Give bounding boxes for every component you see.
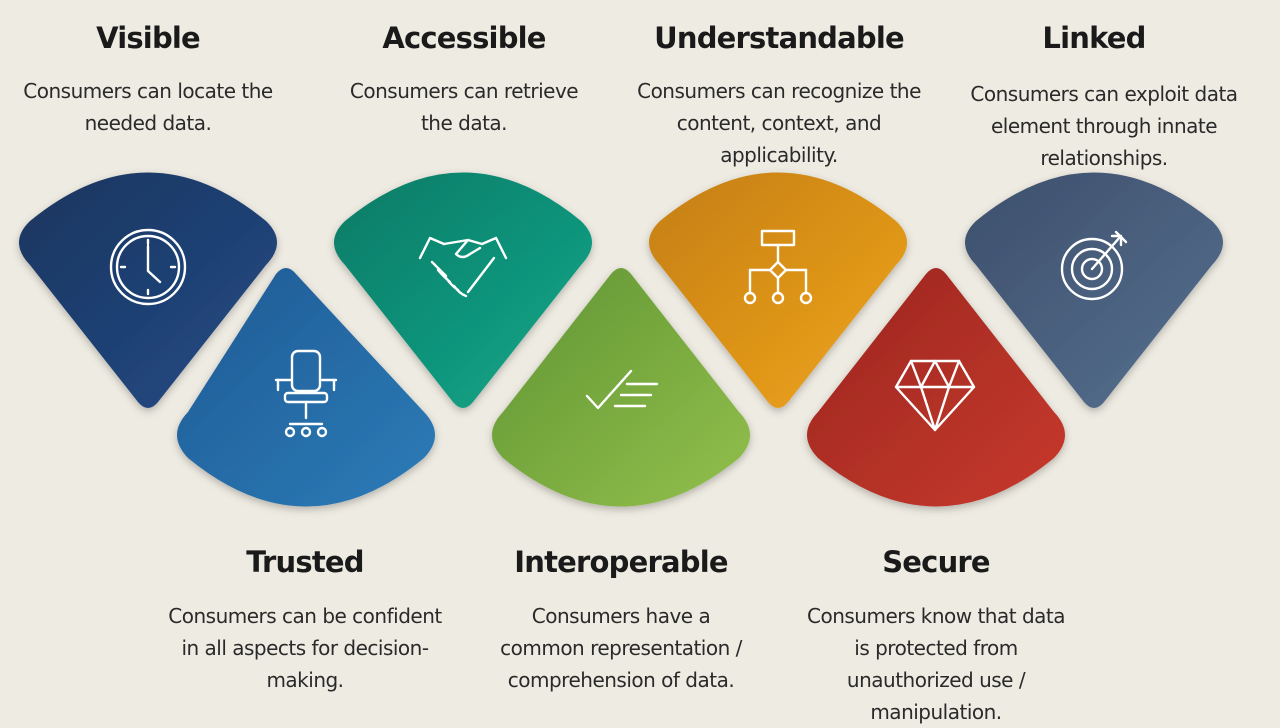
petal-interoperable [492,268,750,507]
desc-linked: Consumers can exploit data element throu… [970,82,1238,170]
title-interoperable: Interoperable [514,545,728,579]
title-trusted: Trusted [246,545,364,579]
title-linked: Linked [1042,21,1146,55]
office-chair-icon [274,349,338,438]
desc-understandable: Consumers can recognize the content, con… [637,79,921,167]
desc-interoperable: Consumers have a common representation /… [500,604,742,692]
title-visible: Visible [96,21,201,55]
flowchart-icon [743,229,813,305]
title-accessible: Accessible [382,21,546,55]
target-icon [1060,230,1128,301]
handshake-icon [418,236,508,298]
petal-trusted [177,268,435,507]
title-understandable: Understandable [654,21,905,55]
diamond-icon [894,359,976,432]
desc-trusted: Consumers can be confident in all aspect… [168,604,442,692]
desc-visible: Consumers can locate the needed data. [23,79,273,135]
petal-linked [965,172,1223,408]
desc-accessible: Consumers can retrieve the data. [349,79,579,135]
checklist-icon [585,369,659,410]
clock-icon [109,228,187,306]
petal-accessible [334,172,592,408]
title-secure: Secure [882,545,990,579]
desc-secure: Consumers know that data is protected fr… [807,604,1066,724]
